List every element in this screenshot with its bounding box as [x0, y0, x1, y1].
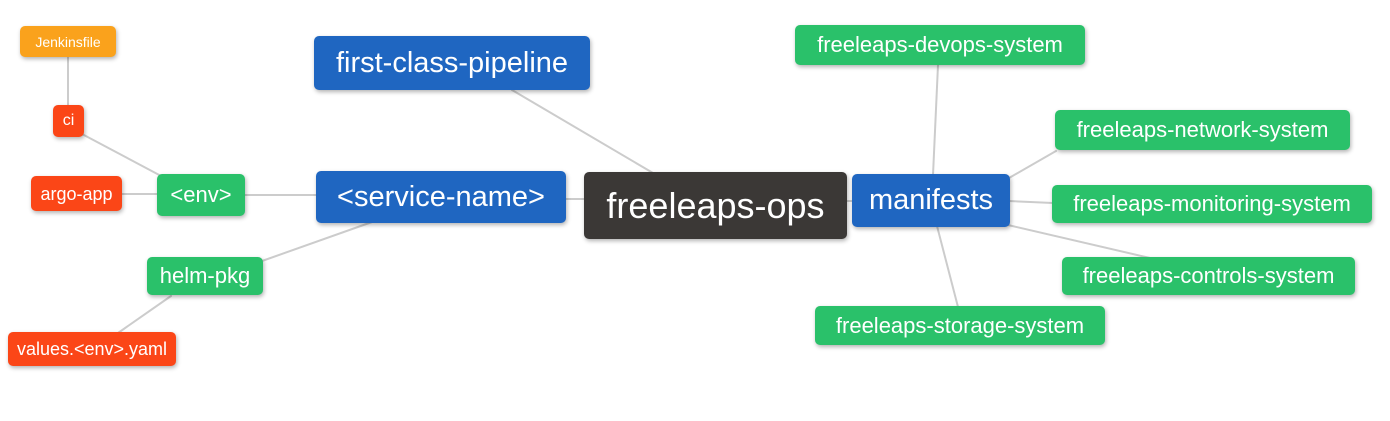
node-label: <service-name>	[337, 180, 545, 213]
node-label: freeleaps-ops	[606, 184, 825, 226]
node-freeleaps-monitoring-system[interactable]: freeleaps-monitoring-system	[1052, 185, 1372, 223]
node-label: <env>	[170, 182, 232, 207]
edge-first-class-pipeline-freeleaps-ops	[511, 89, 654, 174]
node-label: freeleaps-monitoring-system	[1073, 191, 1351, 216]
node-jenkinsfile[interactable]: Jenkinsfile	[20, 26, 116, 57]
node-label: ci	[62, 112, 75, 129]
node-label: Jenkinsfile	[35, 33, 101, 50]
edge-ci-env	[81, 133, 164, 178]
node-service-name[interactable]: <service-name>	[316, 171, 566, 223]
node-helm-pkg[interactable]: helm-pkg	[147, 257, 263, 295]
node-first-class-pipeline[interactable]: first-class-pipeline	[314, 36, 590, 90]
edge-helm-pkg-service-name	[261, 221, 373, 262]
node-label: first-class-pipeline	[335, 46, 569, 79]
edge-manifests-freeleaps-devops-system	[932, 64, 939, 176]
node-label: freeleaps-controls-system	[1082, 263, 1335, 288]
node-freeleaps-devops-system[interactable]: freeleaps-devops-system	[795, 25, 1085, 65]
node-label: freeleaps-storage-system	[835, 312, 1085, 338]
node-manifests[interactable]: manifests	[852, 174, 1010, 227]
edge-manifests-freeleaps-network-system	[1008, 150, 1057, 179]
node-label: freeleaps-network-system	[1076, 117, 1329, 142]
edge-manifests-freeleaps-controls-system	[1007, 224, 1151, 259]
edge-manifests-freeleaps-storage-system	[936, 225, 959, 308]
node-freeleaps-ops[interactable]: freeleaps-ops	[584, 172, 847, 239]
node-ci[interactable]: ci	[53, 105, 84, 137]
node-label: manifests	[868, 184, 994, 216]
node-label: freeleaps-devops-system	[817, 32, 1063, 57]
node-env[interactable]: <env>	[157, 174, 245, 216]
node-label: values.<env>.yaml	[16, 339, 168, 359]
node-freeleaps-storage-system[interactable]: freeleaps-storage-system	[815, 306, 1105, 345]
node-argo-app[interactable]: argo-app	[31, 176, 122, 211]
node-label: argo-app	[40, 183, 113, 204]
node-freeleaps-network-system[interactable]: freeleaps-network-system	[1055, 110, 1350, 150]
edge-manifests-freeleaps-monitoring-system	[1008, 200, 1054, 204]
node-values-env-yaml[interactable]: values.<env>.yaml	[8, 332, 176, 366]
node-freeleaps-controls-system[interactable]: freeleaps-controls-system	[1062, 257, 1355, 295]
node-label: helm-pkg	[159, 263, 251, 288]
edge-values-env-yaml-helm-pkg	[117, 295, 172, 334]
